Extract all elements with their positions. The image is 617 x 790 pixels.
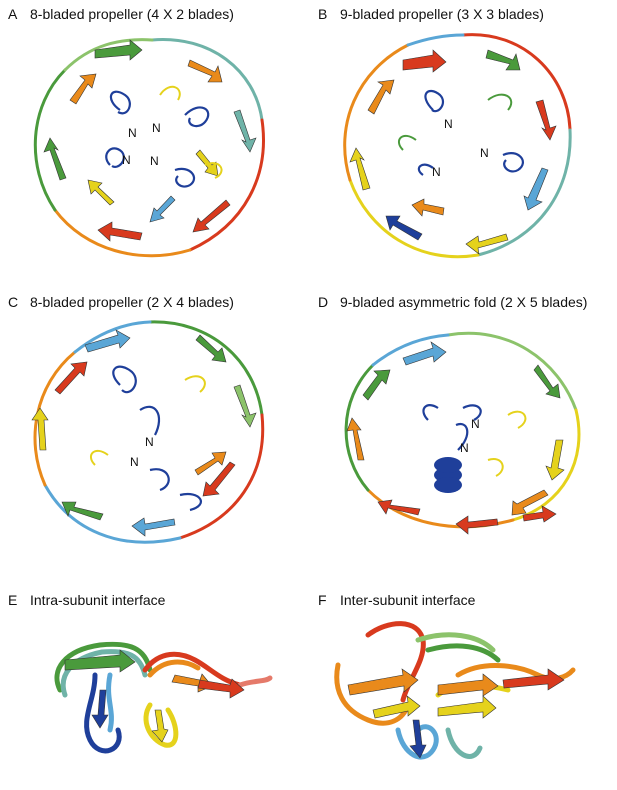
panel-e-letter: E [8,592,18,608]
panel-d-heading: D 9-bladed asymmetric fold (2 X 5 blades) [318,294,587,310]
panel-e: E Intra-subunit interface [0,580,308,790]
propeller-structure-b: N N N [343,33,572,259]
panel-a-heading: A 8-bladed propeller (4 X 2 blades) [8,6,234,22]
n-terminus-label: N [444,117,453,131]
n-terminus-label: N [128,126,137,140]
panel-f: F Inter-subunit interface [308,580,617,790]
panel-b: B 9-bladed propeller (3 X 3 blades) [308,0,617,270]
panel-a-title: 8-bladed propeller (4 X 2 blades) [30,6,234,22]
n-terminus-label: N [432,165,441,179]
interface-structure-e [54,641,273,754]
n-terminus-label: N [460,441,469,455]
panel-c: C 8-bladed propeller (2 X 4 blades) [0,290,308,560]
n-terminus-label: N [152,121,161,135]
propeller-structure-d: N N [344,331,581,535]
panel-a-letter: A [8,6,18,22]
panel-f-heading: F Inter-subunit interface [318,592,475,608]
panel-b-letter: B [318,6,328,22]
panel-d-title: 9-bladed asymmetric fold (2 X 5 blades) [340,294,588,310]
panel-e-title: Intra-subunit interface [30,592,166,608]
panel-c-letter: C [8,294,19,310]
n-terminus-label: N [150,154,159,168]
interface-structure-f [334,621,576,760]
panel-b-heading: B 9-bladed propeller (3 X 3 blades) [318,6,544,22]
panel-f-title: Inter-subunit interface [340,592,476,608]
panel-c-heading: C 8-bladed propeller (2 X 4 blades) [8,294,234,310]
n-terminus-label: N [480,146,489,160]
panel-a: A 8-bladed propeller (4 X 2 blades) [0,0,308,270]
panel-d: D 9-bladed asymmetric fold (2 X 5 blades) [308,290,617,560]
propeller-structure-a: N N N N [33,38,265,258]
n-terminus-label: N [122,153,131,167]
panel-d-letter: D [318,294,329,310]
panel-f-letter: F [318,592,327,608]
n-terminus-label: N [145,435,154,449]
panel-e-heading: E Intra-subunit interface [8,592,165,608]
propeller-structure-c: N N [31,320,265,544]
panel-b-title: 9-bladed propeller (3 X 3 blades) [340,6,544,22]
panel-c-title: 8-bladed propeller (2 X 4 blades) [30,294,234,310]
n-terminus-label: N [471,417,480,431]
n-terminus-label: N [130,455,139,469]
